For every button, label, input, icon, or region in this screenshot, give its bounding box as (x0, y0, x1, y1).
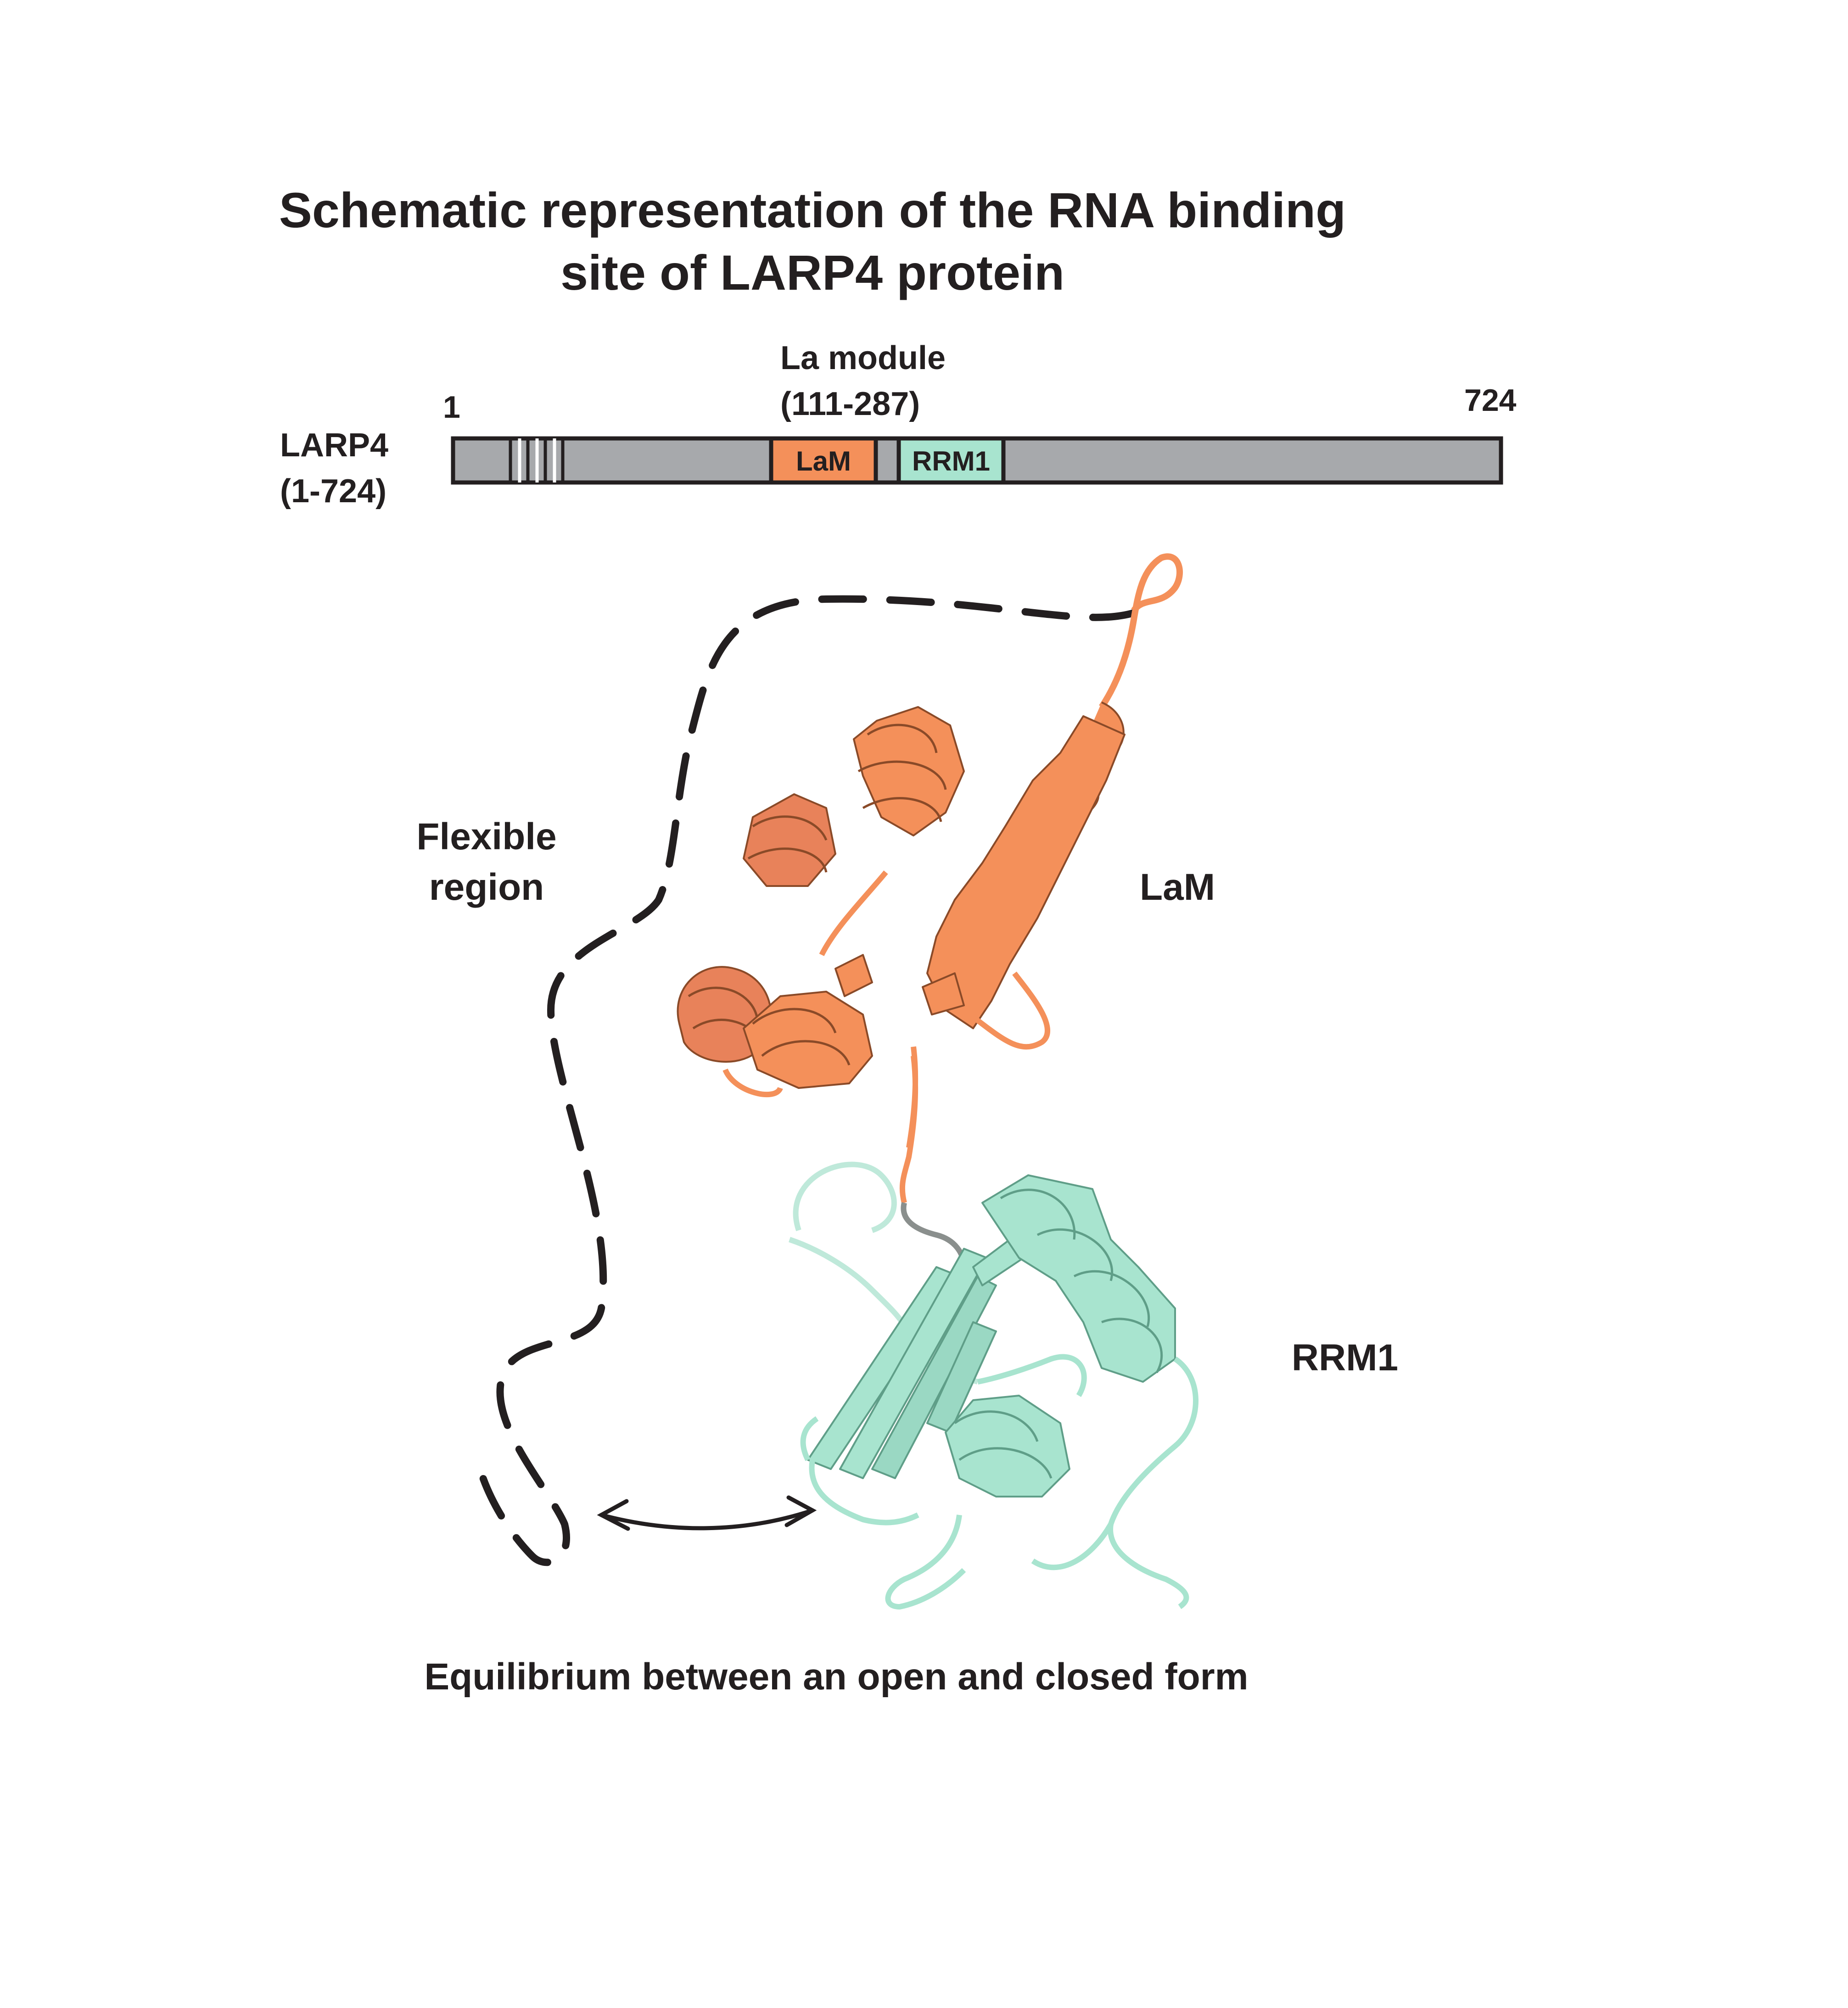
figure-caption: Equilibrium between an open and closed f… (424, 1656, 1248, 1698)
lam-domain-label: LaM (796, 446, 851, 477)
flexible-label-line-1: Flexible (416, 816, 556, 858)
rrm1-structure-label: RRM1 (1292, 1337, 1398, 1379)
repeat-stripes (510, 438, 563, 482)
protein-domain-bar: LaM RRM1 (453, 438, 1501, 482)
equilibrium-arrow (601, 1498, 812, 1529)
lam-structure-label: LaM (1140, 866, 1215, 908)
rrm1-structure (790, 1164, 1196, 1607)
flexible-label-line-2: region (429, 866, 544, 908)
lam-structure (678, 556, 1180, 1203)
rrm1-domain-label: RRM1 (912, 446, 990, 477)
